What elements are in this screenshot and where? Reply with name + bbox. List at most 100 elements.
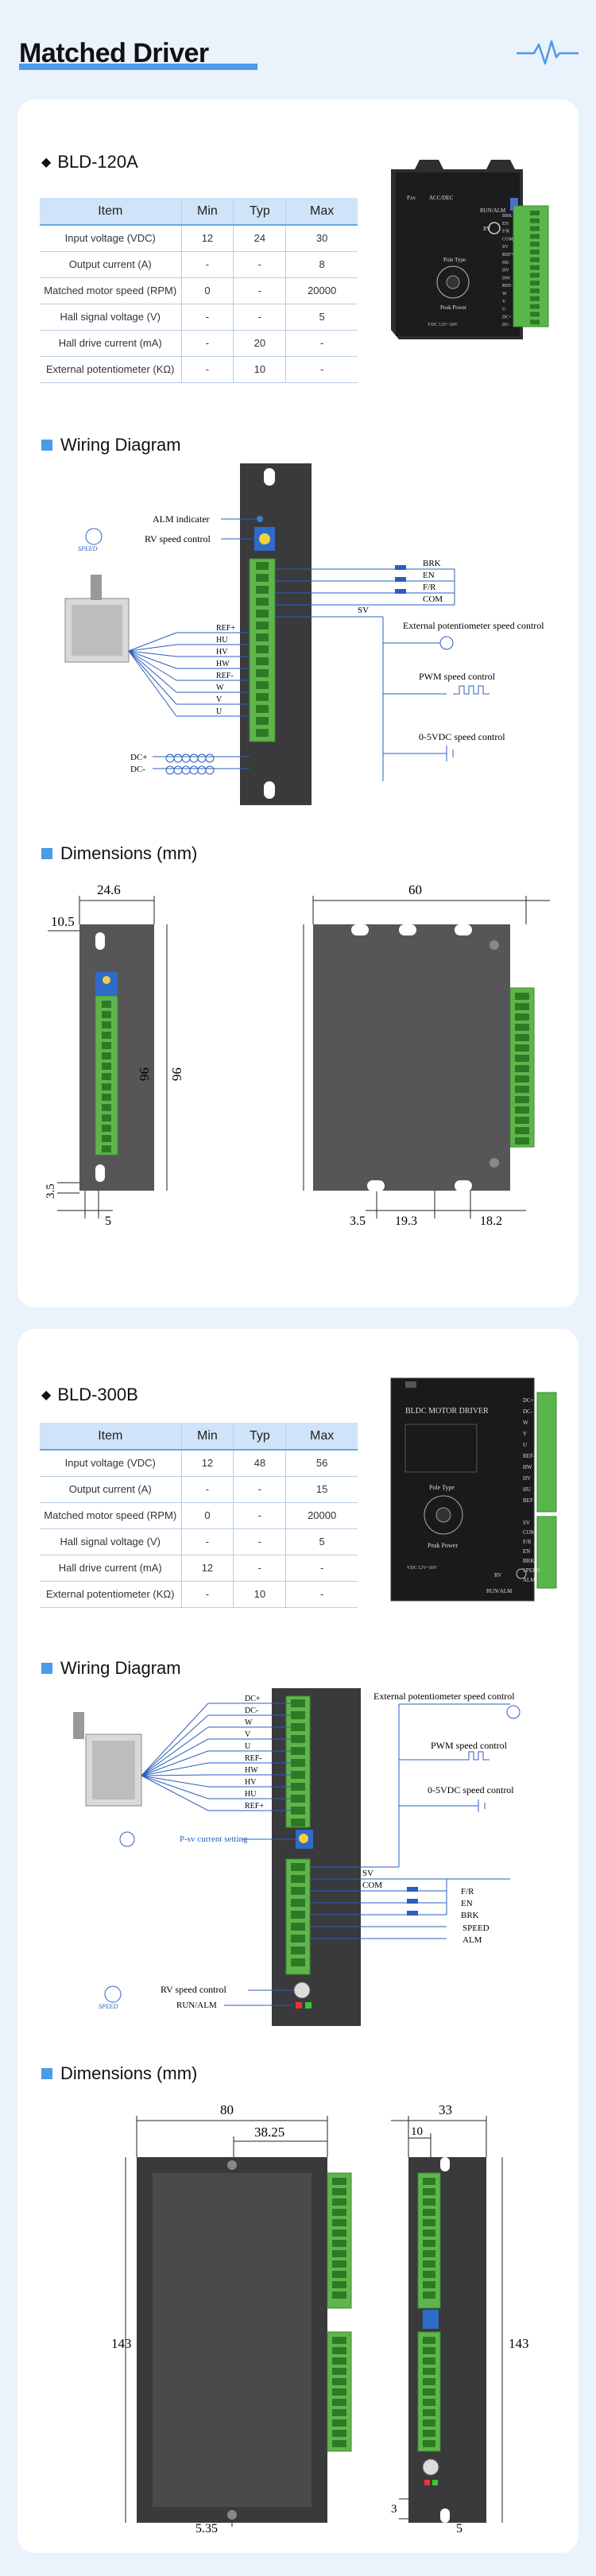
photo-label: Peak Power — [440, 304, 467, 311]
terminal-slot — [291, 1723, 305, 1731]
table-row: Output current (A)--8 — [40, 251, 358, 278]
terminal-label: HW — [216, 660, 230, 668]
terminal-block — [515, 993, 529, 1145]
photo-label: Peak Power — [428, 1542, 458, 1549]
cell: Input voltage (VDC) — [40, 225, 181, 252]
table-header-row: Item Min Typ Max — [40, 198, 358, 226]
terminal-slot — [102, 1104, 111, 1111]
dim-label: 80 — [220, 2102, 234, 2117]
terminal-label: REF+ — [216, 624, 235, 633]
terminal-slot — [102, 1114, 111, 1121]
terminal-label: F/R — [523, 1539, 532, 1545]
cell: 12 — [180, 1450, 234, 1477]
terminal-block — [530, 211, 540, 325]
photo-label: Pole Type — [443, 257, 466, 263]
v05-label: 0-5VDC speed control — [428, 1784, 514, 1795]
psv-label: P-sv current setting — [180, 1834, 248, 1844]
section-title-wiring: Wiring Diagram — [41, 435, 181, 455]
terminal-slot — [291, 1759, 305, 1767]
page-header: Matched Driver — [0, 0, 596, 111]
terminal-slot — [291, 1899, 305, 1907]
terminal-slot — [515, 1024, 529, 1031]
dim-label: 143 — [509, 2336, 529, 2351]
terminal-slot — [291, 1947, 305, 1954]
dim-label: 5 — [456, 2522, 462, 2535]
photo-label: BLDC MOTOR DRIVER — [405, 1407, 489, 1416]
fr-label: F/R — [461, 1887, 474, 1896]
terminal-label: DC+ — [245, 1695, 261, 1703]
brk-label: BRK — [461, 1911, 479, 1920]
terminal-slot — [332, 2291, 346, 2299]
terminal-slot — [102, 1135, 111, 1142]
cell: - — [180, 330, 234, 357]
terminal-label: W — [216, 684, 224, 692]
col-header: Item — [40, 1423, 181, 1451]
terminal-label: V — [523, 1431, 527, 1437]
table-row: Hall signal voltage (V)--5 — [40, 1528, 358, 1555]
terminal-slot — [291, 1771, 305, 1779]
terminal-slot — [423, 2419, 435, 2427]
terminal-slot — [423, 2368, 435, 2375]
terminal-label: DC+ — [502, 315, 512, 320]
terminal-slot — [515, 1065, 529, 1072]
cell: - — [285, 330, 358, 357]
terminal-slot — [332, 2240, 346, 2247]
terminal-slot — [515, 1044, 529, 1052]
section-square-icon — [41, 848, 52, 859]
terminal-slot — [423, 2178, 435, 2185]
en-label: EN — [423, 571, 435, 580]
terminal-slot — [423, 2357, 435, 2365]
terminal-slot — [332, 2378, 346, 2385]
terminal-slot — [256, 586, 269, 594]
terminal-slot — [256, 574, 269, 582]
cell: Output current (A) — [40, 1476, 181, 1503]
photo-label: ACC/DEC — [429, 195, 454, 201]
terminal-slot — [515, 1003, 529, 1010]
section-title-dimensions: Dimensions (mm) — [41, 843, 197, 864]
photo-label: P.sv — [407, 195, 416, 201]
terminal-slot — [332, 2209, 346, 2216]
terminal-label: V — [502, 300, 506, 304]
terminal-slot — [423, 2240, 435, 2247]
terminal-slot — [291, 1795, 305, 1803]
terminal-label: SPEED — [523, 1567, 540, 1574]
table-row: Hall signal voltage (V)--5 — [40, 304, 358, 331]
terminal-slot — [332, 2419, 346, 2427]
terminal-label: W — [502, 292, 507, 296]
cell: 10 — [233, 356, 286, 383]
terminal-slot — [102, 1125, 111, 1132]
com-label: COM — [423, 595, 443, 604]
cell: 5 — [285, 304, 358, 331]
terminal-block — [423, 2178, 435, 2447]
en-label: EN — [461, 1899, 473, 1908]
terminal-label: HU — [502, 261, 509, 265]
cell: Input voltage (VDC) — [40, 1450, 181, 1477]
terminal-label: V — [245, 1730, 251, 1739]
dim-label: 143 — [111, 2336, 132, 2351]
terminal-slot — [256, 717, 269, 725]
terminal-slot — [423, 2250, 435, 2257]
cell: External potentiometer (KΩ) — [40, 356, 181, 383]
photo-label: Pole Type — [429, 1484, 455, 1491]
terminal-label: HU — [216, 636, 228, 645]
terminal-block — [332, 2178, 346, 2447]
terminal-slot — [423, 2399, 435, 2406]
terminal-label: W — [245, 1718, 253, 1727]
terminal-slot — [291, 1935, 305, 1943]
dim-label: 96 — [169, 1067, 184, 1081]
terminal-slot — [423, 2388, 435, 2396]
terminal-slot — [102, 1073, 111, 1080]
terminal-slot — [332, 2357, 346, 2365]
cell: 0 — [180, 277, 234, 304]
terminal-label: SV — [502, 245, 509, 250]
alm-label: ALM — [462, 1935, 482, 1945]
pwm-label: PWM speed control — [419, 671, 496, 682]
terminal-slot — [291, 1747, 305, 1755]
cell: - — [233, 1476, 286, 1503]
terminal-slot — [515, 1127, 529, 1134]
dim-label: 96 — [137, 1067, 152, 1081]
